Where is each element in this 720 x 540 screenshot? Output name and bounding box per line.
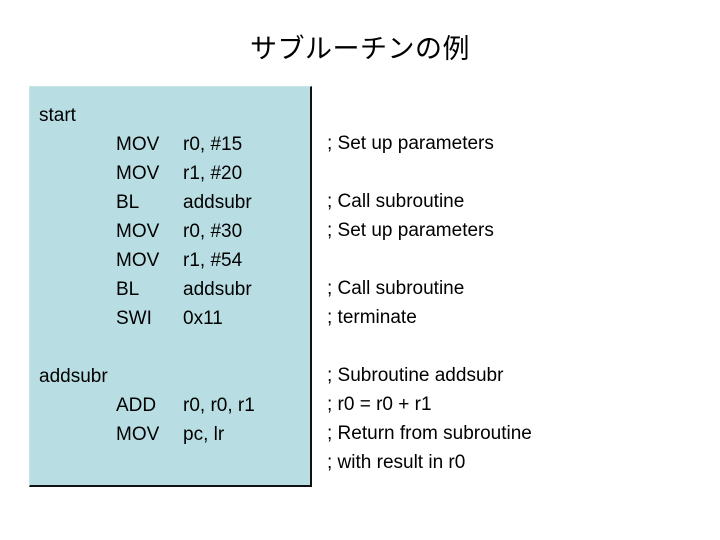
page-title: サブルーチンの例 [250, 34, 470, 64]
code-mnemonic: ADD [116, 395, 157, 416]
code-operand: r0, r0, r1 [183, 395, 255, 416]
code-mnemonic: MOV [116, 424, 160, 445]
code-line: MOV r1, #20 [30, 159, 313, 188]
code-operand: addsubr [183, 192, 252, 213]
code-mnemonic: MOV [116, 163, 160, 184]
code-operand: r1, #20 [183, 163, 243, 184]
code-mnemonic: BL [116, 279, 140, 300]
code-line: SWI 0x11 [30, 304, 313, 333]
comments-column: ; Set up parameters ; Call subroutine ; Se… [327, 86, 707, 487]
comment-line: ; terminate [327, 307, 417, 328]
code-line [30, 333, 313, 362]
comment-line: ; Call subroutine [327, 278, 465, 299]
comment-line: ; r0 = r0 + r1 [327, 394, 432, 415]
code-operand: 0x11 [183, 308, 223, 329]
code-mnemonic: MOV [116, 134, 160, 155]
code-operand: r1, #54 [183, 250, 243, 271]
comment-line: ; with result in r0 [327, 452, 466, 473]
code-mnemonic: SWI [116, 308, 152, 329]
comment-line: ; Return from subroutine [327, 423, 532, 444]
code-line: start [30, 101, 313, 130]
code-line: ADD r0, r0, r1 [30, 391, 313, 420]
code-mnemonic: BL [116, 192, 140, 213]
code-line: MOV pc, lr [30, 420, 313, 449]
comment-line: ; Call subroutine [327, 191, 465, 212]
code-mnemonic: MOV [116, 250, 160, 271]
code-line: BL addsubr [30, 275, 313, 304]
comment-line: ; Set up parameters [327, 220, 494, 241]
code-line: addsubr [30, 362, 313, 391]
code-label: start [39, 105, 76, 126]
code-operand: pc, lr [183, 424, 225, 445]
code-line: MOV r0, #15 [30, 130, 313, 159]
code-operand: addsubr [183, 279, 252, 300]
comment-line: ; Subroutine addsubr [327, 365, 504, 386]
code-line: MOV r0, #30 [30, 217, 313, 246]
code-operand: r0, #15 [183, 134, 243, 155]
code-label: addsubr [39, 366, 108, 387]
code-mnemonic: MOV [116, 221, 160, 242]
code-operand: r0, #30 [183, 221, 243, 242]
comment-line: ; Set up parameters [327, 133, 494, 154]
code-line: MOV r1, #54 [30, 246, 313, 275]
code-line: BL addsubr [30, 188, 313, 217]
